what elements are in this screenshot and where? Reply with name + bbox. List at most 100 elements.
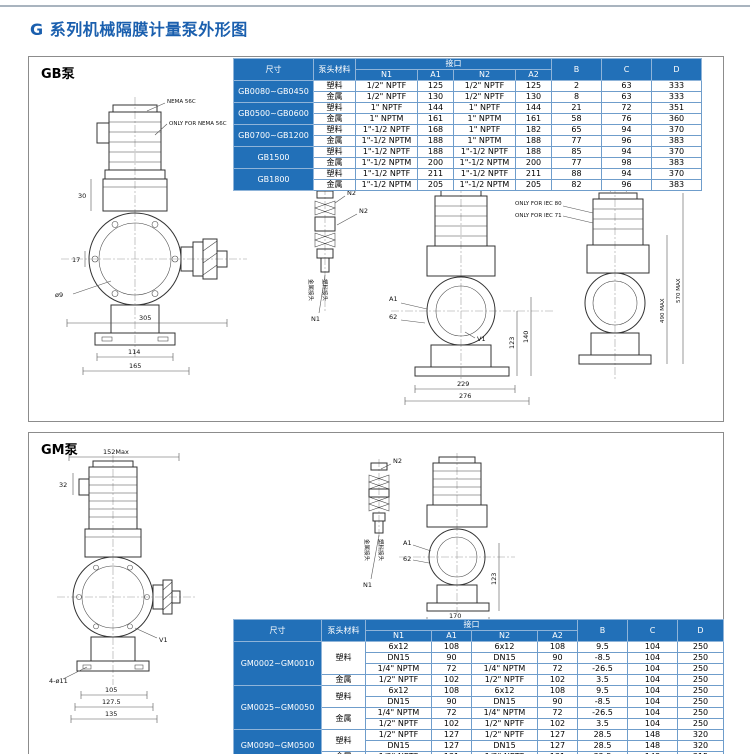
column-header: A1 <box>431 630 472 642</box>
spec-cell: 28.5 <box>577 740 628 752</box>
column-header: N1 <box>355 69 418 81</box>
dim-17: 17 <box>72 256 80 264</box>
centerlines <box>61 97 247 359</box>
spec-cell: 96 <box>601 179 652 191</box>
spec-cell: 6x12 <box>471 641 538 653</box>
table-row: 金属1/2" NPTF1311/2" NPTF13132.5148315 <box>234 751 724 754</box>
spec-cell: 333 <box>651 80 702 92</box>
spec-cell: 3.5 <box>577 674 628 686</box>
model-range-cell: GB0700~GB1200 <box>233 124 314 147</box>
page-title: G 系列机械隔膜计量泵外形图 <box>30 20 248 39</box>
spec-cell: 94 <box>601 168 652 180</box>
dim-490max: 490 MAX <box>660 298 666 323</box>
spec-cell: 102 <box>537 718 578 730</box>
dim-a1: A1 <box>403 539 412 547</box>
gm-panel-label: GM泵 <box>41 443 78 458</box>
spec-cell: 76 <box>601 113 652 125</box>
column-header: 接口 <box>355 58 552 70</box>
spec-cell: 102 <box>537 674 578 686</box>
spec-cell: DN15 <box>471 696 538 708</box>
valve-stack <box>368 459 390 557</box>
spec-cell: 77 <box>551 157 602 169</box>
spec-cell: 104 <box>627 718 678 730</box>
spec-cell: 250 <box>677 707 724 719</box>
spec-cell: 1"-1/2 NPTM <box>355 157 418 169</box>
spec-cell: 211 <box>515 168 552 180</box>
spec-cell: 250 <box>677 718 724 730</box>
spec-cell: 1/2" NPTF <box>471 718 538 730</box>
spec-cell: 90 <box>431 696 472 708</box>
spec-cell: 塑料 <box>313 168 356 180</box>
column-header: B <box>551 58 602 81</box>
gm-pump-panel: GM泵 <box>28 432 724 754</box>
spec-cell: 360 <box>651 113 702 125</box>
spec-cell: 205 <box>417 179 454 191</box>
column-header: A1 <box>417 69 454 81</box>
spec-cell: 108 <box>431 641 472 653</box>
spec-cell: 94 <box>601 146 652 158</box>
spec-cell: 90 <box>537 696 578 708</box>
spec-cell: 28.5 <box>577 729 628 741</box>
model-range-cell: GM0025~GM0050 <box>233 685 322 730</box>
spec-cell: 250 <box>677 696 724 708</box>
centerlines <box>57 455 197 685</box>
spec-cell: 塑料 <box>313 102 356 114</box>
n1-label: N1 <box>363 581 372 589</box>
spec-cell: 104 <box>627 663 678 675</box>
model-range-cell: GM0002~GM0010 <box>233 641 322 686</box>
spec-cell: 3.5 <box>577 718 628 730</box>
spec-cell: 塑料 <box>321 729 366 752</box>
base <box>76 636 150 672</box>
spec-cell: DN15 <box>365 740 432 752</box>
spec-cell: 1" NPTF <box>453 102 516 114</box>
model-range-cell: GB1500 <box>233 146 314 169</box>
spec-cell: 塑料 <box>321 685 366 708</box>
spec-cell: 127 <box>431 740 472 752</box>
spec-cell: 144 <box>417 102 454 114</box>
dim-305: 305 <box>139 314 151 322</box>
spec-cell: 1/2" NPTF <box>471 729 538 741</box>
spec-cell: 148 <box>627 729 678 741</box>
v1-label: V1 <box>159 636 168 644</box>
spec-cell: 1/2" NPTF <box>365 674 432 686</box>
spec-cell: DN15 <box>365 696 432 708</box>
spec-cell: 104 <box>627 652 678 664</box>
dim-123: 123 <box>508 337 516 349</box>
spec-cell: 161 <box>417 113 454 125</box>
spec-cell: 塑料 <box>313 124 356 136</box>
dimension-lines <box>66 102 228 375</box>
spec-cell: 1"-1/2 NPTM <box>355 135 418 147</box>
spec-cell: 63 <box>601 80 652 92</box>
dim-165: 165 <box>129 362 141 370</box>
column-header: C <box>627 619 678 642</box>
model-range-cell: GB0080~GB0450 <box>233 80 314 103</box>
model-range-cell: GM0090~GM0500 <box>233 729 322 754</box>
spec-cell: -26.5 <box>577 663 628 675</box>
nema56c-label: NEMA 56C <box>167 99 196 105</box>
spec-cell: 130 <box>417 91 454 103</box>
dim-135: 135 <box>105 710 117 718</box>
spec-cell: 1"-1/2 NPTM <box>453 179 516 191</box>
spec-cell: 250 <box>677 674 724 686</box>
spec-cell: 108 <box>537 685 578 697</box>
spec-cell: DN15 <box>471 740 538 752</box>
spec-cell: 94 <box>601 124 652 136</box>
only-iec71-label: ONLY FOR IEC 71 <box>515 213 562 219</box>
spec-cell: 9.5 <box>577 641 628 653</box>
spec-cell: 250 <box>677 663 724 675</box>
spec-cell: 8 <box>551 91 602 103</box>
spec-cell: 1/4" NPTM <box>471 707 538 719</box>
spec-cell: 127 <box>431 729 472 741</box>
column-header: 泵头材料 <box>321 619 366 642</box>
spec-cell: 1/2" NPTF <box>471 674 538 686</box>
spec-cell: 351 <box>651 102 702 114</box>
column-header: N2 <box>471 630 538 642</box>
spec-cell: 1/2" NPTF <box>453 80 516 92</box>
